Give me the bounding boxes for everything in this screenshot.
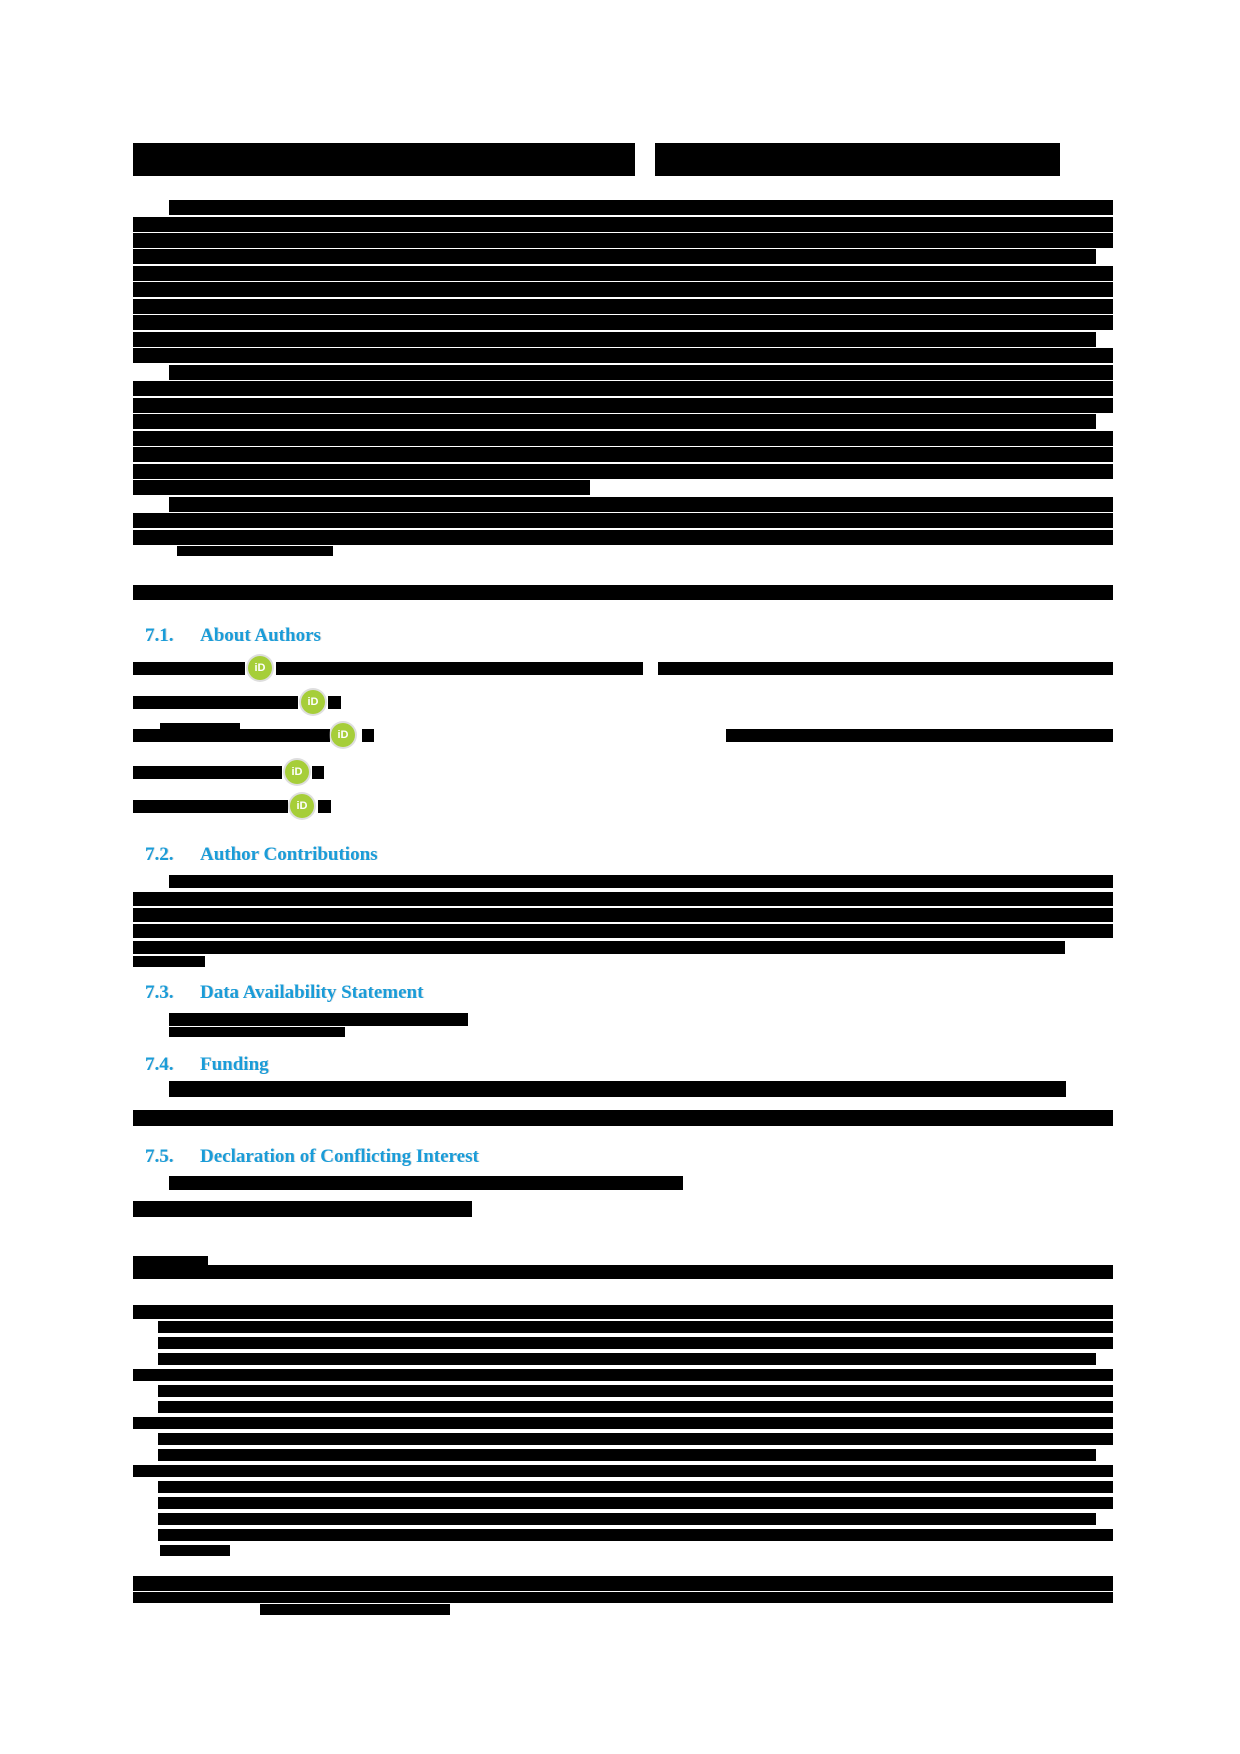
redacted-text-bar	[133, 1592, 1113, 1603]
redacted-text-bar	[133, 513, 1113, 528]
redacted-text-bar	[133, 662, 245, 675]
redacted-text-bar	[133, 217, 1113, 232]
redacted-text-bar	[133, 1576, 1113, 1591]
redacted-text-bar	[177, 546, 333, 556]
redacted-text-bar	[133, 908, 1113, 922]
redacted-text-bar	[133, 447, 1113, 462]
redacted-text-bar	[276, 662, 643, 675]
redacted-text-bar	[362, 729, 374, 742]
redacted-text-bar	[133, 924, 1113, 938]
redacted-text-bar	[169, 365, 1113, 380]
redacted-text-bar	[133, 1305, 1113, 1319]
redacted-text-bar	[133, 1201, 472, 1217]
redacted-text-bar	[133, 381, 1113, 396]
redacted-text-bar	[133, 956, 205, 967]
section-number: 7.3.	[145, 982, 174, 1003]
redacted-text-bar	[158, 1385, 1113, 1397]
section-heading-data-availability: 7.3. Data Availability Statement	[145, 982, 423, 1004]
redacted-text-bar	[655, 143, 1060, 176]
redacted-text-bar	[169, 1013, 468, 1026]
redacted-text-bar	[133, 398, 1113, 413]
redacted-text-bar	[133, 1110, 1113, 1126]
redacted-text-bar	[158, 1481, 1113, 1493]
section-title: About Authors	[200, 625, 321, 646]
orcid-id-icon[interactable]: iD	[248, 656, 272, 680]
redacted-text-bar	[133, 249, 1096, 264]
redacted-text-bar	[158, 1497, 1113, 1509]
section-heading-author-contributions: 7.2. Author Contributions	[145, 844, 378, 866]
redacted-text-bar	[133, 892, 1113, 906]
redacted-text-bar	[133, 266, 1113, 281]
section-title: Funding	[200, 1054, 269, 1075]
section-heading-about-authors: 7.1. About Authors	[145, 625, 321, 647]
redacted-text-bar	[658, 662, 1113, 675]
orcid-id-icon[interactable]: iD	[331, 723, 355, 747]
redacted-text-bar	[158, 1529, 1113, 1541]
redacted-text-bar	[133, 729, 330, 742]
redacted-text-bar	[260, 1604, 450, 1615]
redacted-text-bar	[133, 480, 590, 495]
redacted-text-bar	[169, 1027, 345, 1037]
redacted-text-bar	[160, 1545, 230, 1556]
section-number: 7.2.	[145, 844, 174, 865]
redacted-text-bar	[160, 723, 240, 730]
redacted-text-bar	[169, 497, 1113, 512]
redacted-text-bar	[133, 1265, 1113, 1279]
redacted-text-bar	[133, 766, 282, 779]
section-heading-funding: 7.4. Funding	[145, 1054, 269, 1076]
redacted-text-bar	[169, 1081, 1066, 1097]
redacted-text-bar	[133, 414, 1096, 429]
redacted-text-bar	[133, 143, 635, 176]
redacted-text-bar	[133, 800, 288, 813]
orcid-id-icon[interactable]: iD	[301, 690, 325, 714]
redacted-text-bar	[169, 200, 1113, 215]
redacted-text-bar	[133, 530, 1113, 545]
redacted-text-bar	[726, 729, 1113, 742]
redacted-text-bar	[133, 1465, 1113, 1477]
redacted-text-bar	[133, 299, 1113, 314]
redacted-text-bar	[169, 1176, 683, 1190]
redacted-text-bar	[158, 1337, 1113, 1349]
redacted-text-bar	[133, 282, 1113, 297]
section-title: Declaration of Conflicting Interest	[200, 1146, 479, 1167]
redacted-text-bar	[133, 464, 1113, 479]
redacted-text-bar	[133, 315, 1113, 330]
redacted-text-bar	[158, 1433, 1113, 1445]
redacted-text-bar	[169, 875, 1113, 888]
section-number: 7.5.	[145, 1146, 174, 1167]
redacted-text-bar	[328, 696, 341, 709]
redacted-text-bar	[158, 1401, 1113, 1413]
redacted-text-bar	[133, 1369, 1113, 1381]
orcid-id-icon[interactable]: iD	[285, 760, 309, 784]
redacted-text-bar	[158, 1449, 1096, 1461]
redacted-text-bar	[133, 348, 1113, 363]
redacted-text-bar	[133, 1417, 1113, 1429]
section-number: 7.4.	[145, 1054, 174, 1075]
redacted-text-bar	[133, 1256, 208, 1265]
redacted-text-bar	[312, 766, 324, 779]
section-number: 7.1.	[145, 625, 174, 646]
section-title: Author Contributions	[200, 844, 378, 865]
redacted-text-bar	[133, 585, 1113, 600]
orcid-id-icon[interactable]: iD	[290, 794, 314, 818]
redacted-text-bar	[158, 1513, 1096, 1525]
section-heading-conflict-of-interest: 7.5. Declaration of Conflicting Interest	[145, 1146, 479, 1168]
redacted-text-bar	[133, 941, 1065, 954]
redacted-text-bar	[133, 233, 1113, 248]
section-title: Data Availability Statement	[200, 982, 424, 1003]
redacted-text-bar	[133, 332, 1096, 347]
redacted-text-bar	[133, 696, 298, 709]
redacted-text-bar	[158, 1321, 1113, 1333]
redacted-text-bar	[318, 800, 331, 813]
redacted-text-bar	[133, 431, 1113, 446]
redacted-text-bar	[158, 1353, 1096, 1365]
